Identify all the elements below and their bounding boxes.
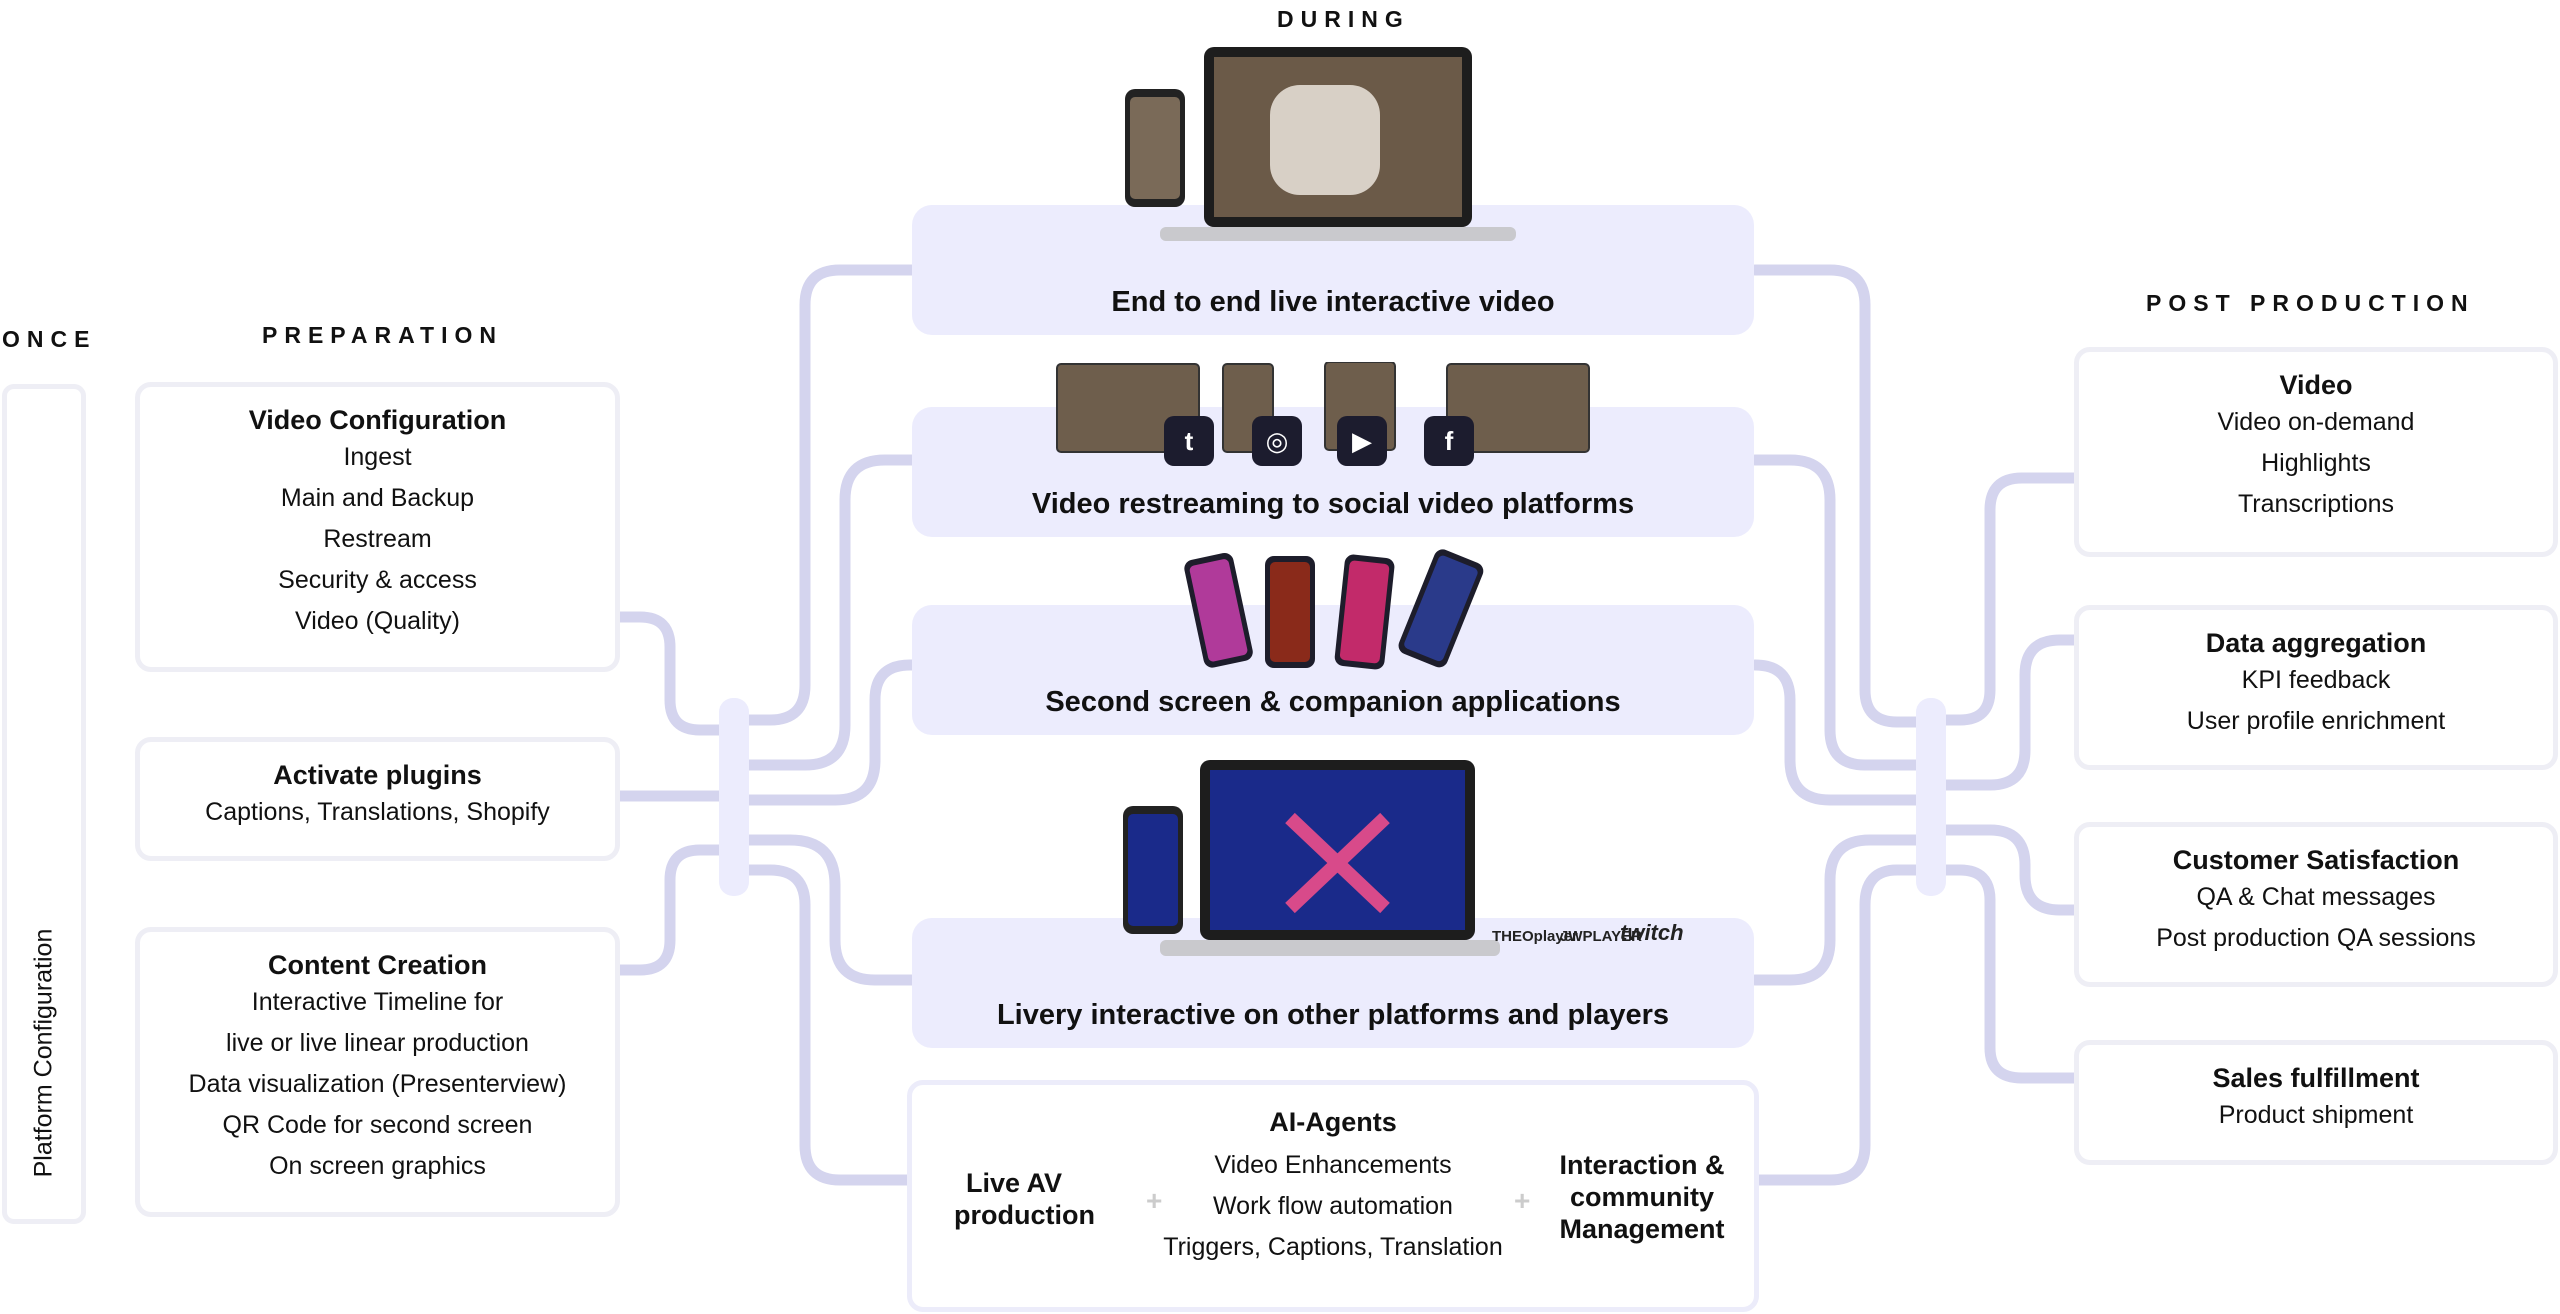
activate-plugins-title: Activate plugins [273, 760, 482, 790]
list-item: Highlights [2261, 449, 2371, 477]
heading-post-production: POST PRODUCTION [2146, 290, 2475, 316]
live-av-production-label: Live AV production [954, 1168, 1095, 1230]
laptop-phone-illustration [1125, 47, 1516, 241]
activate-plugins-box: Activate plugins Captions, Translations,… [135, 737, 620, 861]
youtube-icon: ▶ [1337, 416, 1387, 466]
band-title: Video restreaming to social video platfo… [1031, 488, 1635, 520]
livery-laptop-illustration [1123, 760, 1500, 956]
band-second-screen: Second screen & companion applications [912, 605, 1754, 735]
instagram-icon: ◎ [1252, 416, 1302, 466]
interaction-community-label: Interaction & community Management [1559, 1150, 1725, 1244]
list-item: Interactive Timeline for [251, 988, 504, 1016]
list-item: Video on-demand [2217, 408, 2415, 436]
companion-phones-illustration [1184, 549, 1484, 670]
video-box: Video Video on-demand Highlights Transcr… [2074, 347, 2558, 557]
twitch-icon: t [1164, 416, 1214, 466]
data-aggregation-box: Data aggregation KPI feedback User profi… [2074, 605, 2558, 770]
heading-once: ONCE [2, 326, 97, 352]
list-item: User profile enrichment [2186, 707, 2446, 735]
platform-configuration-box: Platform Configuration [2, 384, 86, 1224]
content-creation-box: Content Creation Interactive Timeline fo… [135, 927, 620, 1217]
content-creation-title: Content Creation [268, 950, 487, 980]
list-item: Main and Backup [280, 484, 475, 512]
heading-preparation: PREPARATION [262, 322, 503, 348]
list-item: Transcriptions [2237, 490, 2395, 518]
sales-fulfillment-title: Sales fulfillment [2212, 1063, 2420, 1093]
left-hub [719, 698, 749, 896]
band-title: Second screen & companion applications [1045, 686, 1621, 718]
list-item: Restream [323, 525, 432, 553]
video-title: Video [2279, 370, 2353, 400]
list-item: Triggers, Captions, Translation [1163, 1233, 1503, 1261]
platform-configuration-label: Platform Configuration [29, 928, 58, 1178]
band-title: Livery interactive on other platforms an… [996, 999, 1670, 1031]
list-item: KPI feedback [2241, 666, 2391, 694]
theoplayer-logo: THEOplayer [1492, 928, 1578, 945]
list-item: QA & Chat messages [2196, 883, 2436, 911]
list-item: live or live linear production [226, 1029, 529, 1057]
data-aggregation-title: Data aggregation [2205, 628, 2427, 658]
twitch-logo: twitch [1620, 920, 1684, 945]
production-box: Live AV production + AI-Agents Video Enh… [907, 1080, 1759, 1312]
list-item: Product shipment [2218, 1101, 2414, 1129]
list-item: Post production QA sessions [2156, 924, 2476, 952]
sales-fulfillment-box: Sales fulfillment Product shipment [2074, 1040, 2558, 1165]
plus-icon: + [1514, 1185, 1531, 1216]
band-title: End to end live interactive video [1111, 286, 1555, 318]
list-item: On screen graphics [269, 1152, 486, 1180]
video-configuration-title: Video Configuration [248, 405, 507, 435]
list-item: QR Code for second screen [222, 1111, 533, 1139]
list-item: Data visualization (Presenterview) [188, 1070, 567, 1098]
jwplayer-logo: JWPLAYER [1560, 928, 1642, 945]
restream-thumbnails [1056, 362, 1590, 453]
right-hub [1916, 698, 1946, 896]
list-item: Video Enhancements [1214, 1151, 1452, 1179]
customer-satisfaction-box: Customer Satisfaction QA & Chat messages… [2074, 822, 2558, 987]
list-item: Work flow automation [1213, 1192, 1453, 1220]
customer-satisfaction-title: Customer Satisfaction [2172, 845, 2460, 875]
list-item: Captions, Translations, Shopify [205, 798, 550, 826]
list-item: Ingest [343, 443, 412, 471]
plus-icon: + [1146, 1185, 1163, 1216]
facebook-icon: f [1424, 416, 1474, 466]
list-item: Video (Quality) [295, 607, 460, 635]
list-item: Security & access [278, 566, 477, 594]
heading-during: DURING [1277, 6, 1410, 32]
ai-agents-title: AI-Agents [1269, 1107, 1397, 1137]
video-configuration-box: Video Configuration Ingest Main and Back… [135, 382, 620, 672]
